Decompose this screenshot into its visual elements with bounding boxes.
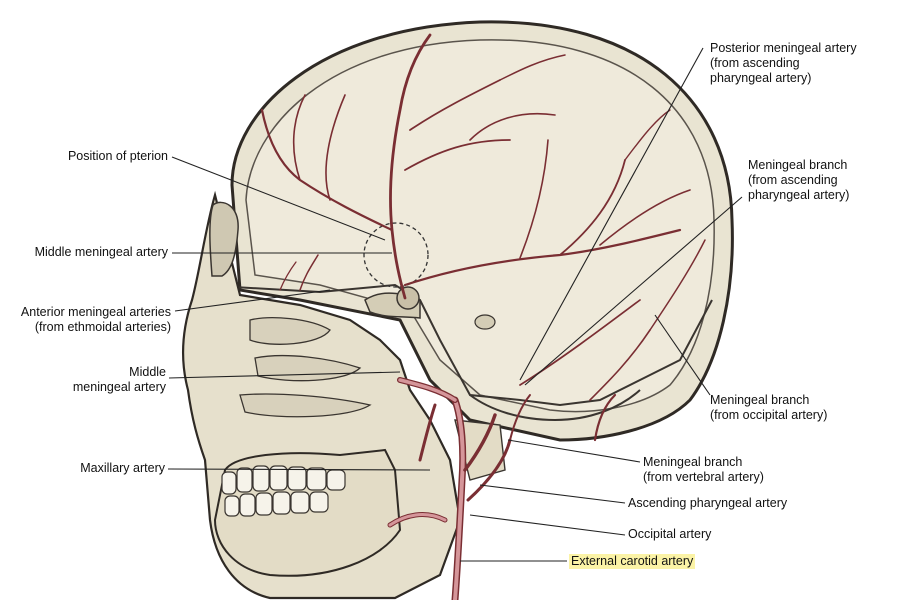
label-ascending-pharyngeal-artery: Ascending pharyngeal artery <box>628 496 787 511</box>
label-line: Position of pterion <box>67 149 168 163</box>
leader-line <box>469 514 626 536</box>
leader-line <box>168 371 401 379</box>
label-middle-meningeal-artery-1: Middle meningeal artery <box>35 245 168 260</box>
label-line: Maxillary artery <box>80 461 165 475</box>
leader-line <box>507 439 641 463</box>
label-line: Meningeal branch <box>748 158 848 172</box>
label-line: Occipital artery <box>628 527 712 541</box>
pterion-circle <box>363 222 429 288</box>
arteries <box>260 33 706 600</box>
orbit-shadow <box>209 201 239 277</box>
label-line: meningeal artery <box>72 380 166 394</box>
middle-meningeal-path <box>389 33 432 300</box>
label-line: (from ascending <box>710 56 800 70</box>
cranial-base <box>199 283 713 407</box>
label-line: (from occipital artery) <box>710 408 828 422</box>
label-posterior-meningeal-artery: Posterior meningeal artery (from ascendi… <box>710 41 857 86</box>
leader-line <box>654 314 711 396</box>
leader-line <box>171 156 386 241</box>
cranial-cavity <box>245 39 715 413</box>
label-meningeal-branch-vertebral: Meningeal branch (from vertebral artery) <box>643 455 764 485</box>
label-line: pharyngeal artery) <box>710 71 812 85</box>
label-line: Middle meningeal artery <box>34 245 168 259</box>
label-line: Ascending pharyngeal artery <box>628 496 788 510</box>
label-line: (from ethmoidal arteries) <box>34 320 171 334</box>
label-line: Anterior meningeal arteries <box>20 305 171 319</box>
leader-line <box>167 468 431 471</box>
label-line: Posterior meningeal artery <box>710 41 857 55</box>
upper-teeth <box>221 465 346 495</box>
leader-line <box>174 289 331 312</box>
label-middle-meningeal-artery-2: Middle meningeal artery <box>73 365 166 395</box>
label-line: Meningeal branch <box>643 455 743 469</box>
label-maxillary-artery: Maxillary artery <box>80 461 165 476</box>
leader-lines <box>167 47 743 562</box>
label-meningeal-branch-ascending-pharyngeal: Meningeal branch (from ascending pharyng… <box>748 158 849 203</box>
label-position-of-pterion: Position of pterion <box>68 149 168 164</box>
label-line: Meningeal branch <box>710 393 810 407</box>
label-meningeal-branch-occipital: Meningeal branch (from occipital artery) <box>710 393 827 423</box>
label-anterior-meningeal-arteries: Anterior meningeal arteries (from ethmoi… <box>21 305 171 335</box>
label-line: pharyngeal artery) <box>748 188 850 202</box>
label-line: Middle <box>129 365 166 379</box>
lower-teeth <box>224 491 329 517</box>
leader-line <box>519 47 704 381</box>
label-external-carotid-artery: External carotid artery <box>569 554 696 569</box>
leader-line <box>524 196 743 386</box>
leader-line <box>479 484 626 504</box>
label-line-highlighted: External carotid artery <box>569 554 696 569</box>
occipital-base <box>469 389 641 422</box>
label-occipital-artery: Occipital artery <box>628 527 711 542</box>
label-line: (from vertebral artery) <box>643 470 764 484</box>
label-line: (from ascending <box>748 173 838 187</box>
